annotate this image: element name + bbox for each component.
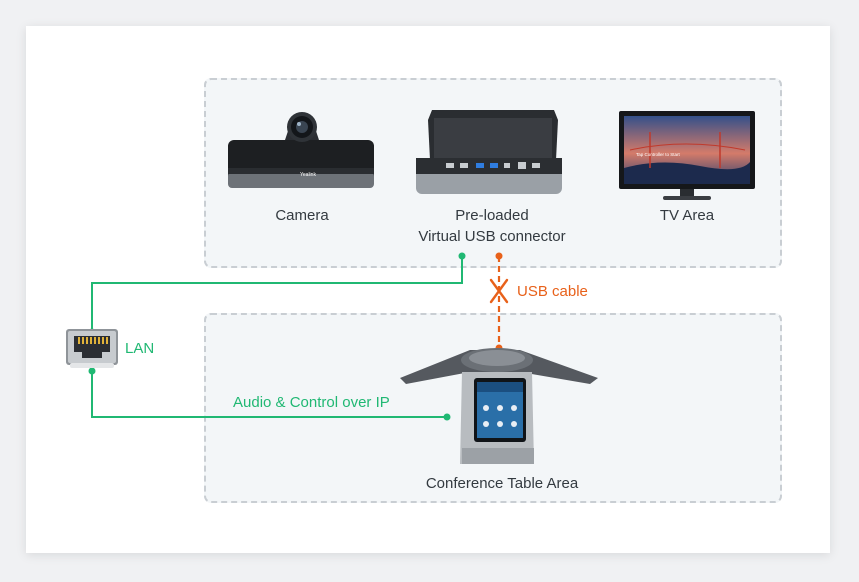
conference-table-area-label: Conference Table Area — [425, 475, 579, 492]
dock-label-line1: Pre-loaded — [455, 207, 529, 224]
lan-to-dock-line — [91, 252, 466, 332]
usb-cable-line — [495, 252, 503, 352]
camera-icon: Yealink — [228, 112, 374, 188]
tv-screen-text: Tap Controller to Start — [636, 152, 681, 157]
camera-label: Camera — [275, 207, 329, 224]
tv-area-label: TV Area — [659, 207, 715, 224]
lan-to-phone-line — [88, 367, 451, 421]
lan-label: LAN — [125, 340, 155, 357]
dock-icon — [416, 110, 562, 194]
conference-phone-icon — [400, 348, 598, 464]
dock-label-line2: Virtual USB connector — [418, 228, 566, 245]
audio-control-label: Audio & Control over IP — [233, 394, 390, 411]
lan-port-icon — [66, 329, 118, 368]
usb-cross-icon — [489, 278, 509, 304]
usb-cable-label: USB cable — [517, 283, 588, 300]
camera-brand: Yealink — [300, 172, 316, 178]
tv-icon: Tap Controller to Start — [619, 111, 755, 200]
